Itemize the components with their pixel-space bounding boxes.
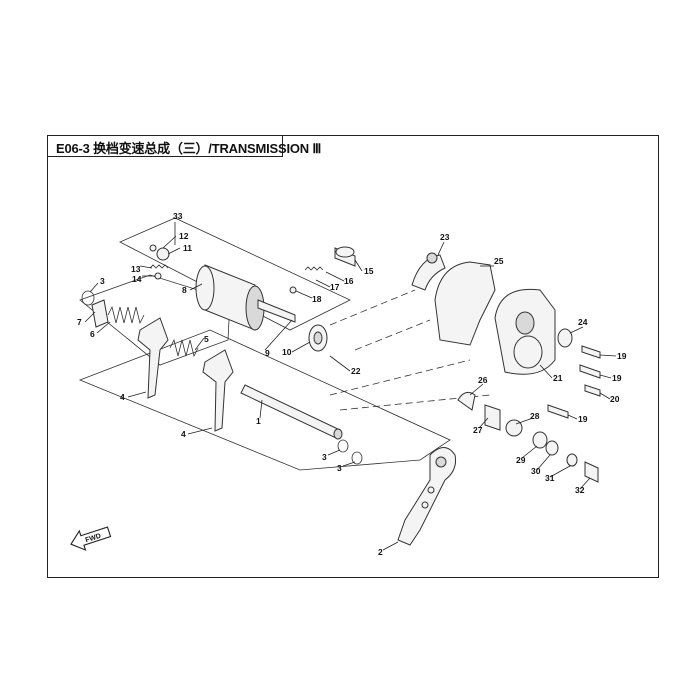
callout-23: 23	[440, 232, 450, 242]
callout-33: 33	[173, 211, 183, 221]
fwd-label: FWD	[85, 533, 102, 545]
callout-19c: 19	[578, 414, 588, 424]
callout-22: 22	[351, 366, 361, 376]
callout-3a: 3	[100, 276, 105, 286]
callout-7: 7	[77, 317, 82, 327]
callout-9: 9	[265, 348, 270, 358]
callout-labels: 1 2 3 3 3 4 4 5 6 7 8 9 10 11 12 13 14 1…	[77, 211, 627, 557]
part-cam-assembly	[457, 391, 599, 483]
callout-12: 12	[179, 231, 189, 241]
part-shift-forks	[137, 317, 234, 432]
fwd-arrow-icon: FWD	[70, 526, 112, 551]
part-shift-shaft	[240, 384, 343, 440]
diagram-frame	[47, 135, 659, 578]
callout-25: 25	[494, 256, 504, 266]
callout-10: 10	[282, 347, 292, 357]
part-bolts	[547, 328, 601, 419]
callout-19a: 19	[617, 351, 627, 361]
callout-30: 30	[531, 466, 541, 476]
callout-20: 20	[610, 394, 620, 404]
callout-1: 1	[256, 416, 261, 426]
callout-18: 18	[312, 294, 322, 304]
title-box	[47, 135, 283, 157]
diagram-title: E06-3 换档变速总成（三）/TRANSMISSION Ⅲ	[56, 141, 322, 156]
part-bearing	[308, 324, 328, 352]
callout-3b: 3	[322, 452, 327, 462]
callout-6: 6	[90, 329, 95, 339]
callout-32: 32	[575, 485, 585, 495]
callout-14: 14	[132, 274, 142, 284]
part-gear-and-gasket	[411, 252, 496, 346]
callout-17: 17	[330, 282, 340, 292]
callout-4b: 4	[181, 429, 186, 439]
callout-11: 11	[183, 243, 192, 253]
callout-24: 24	[578, 317, 588, 327]
callout-5: 5	[204, 334, 209, 344]
callout-21: 21	[553, 373, 563, 383]
part-shift-drum	[195, 264, 296, 331]
callout-13: 13	[131, 264, 141, 274]
part-small-hardware	[149, 244, 356, 294]
callout-2: 2	[378, 547, 383, 557]
callout-29: 29	[516, 455, 526, 465]
callout-31: 31	[545, 473, 555, 483]
callout-15: 15	[364, 266, 374, 276]
callout-27: 27	[473, 425, 483, 435]
callout-3c: 3	[337, 463, 342, 473]
part-springs	[91, 299, 199, 358]
callout-26: 26	[478, 375, 488, 385]
part-cover	[494, 288, 556, 375]
callout-4a: 4	[120, 392, 125, 402]
leader-lines	[84, 222, 617, 551]
callout-8: 8	[182, 285, 187, 295]
callout-16: 16	[344, 276, 354, 286]
part-shift-arm	[397, 447, 456, 546]
callout-28: 28	[530, 411, 540, 421]
part-circlips	[81, 290, 363, 465]
callout-19b: 19	[612, 373, 622, 383]
